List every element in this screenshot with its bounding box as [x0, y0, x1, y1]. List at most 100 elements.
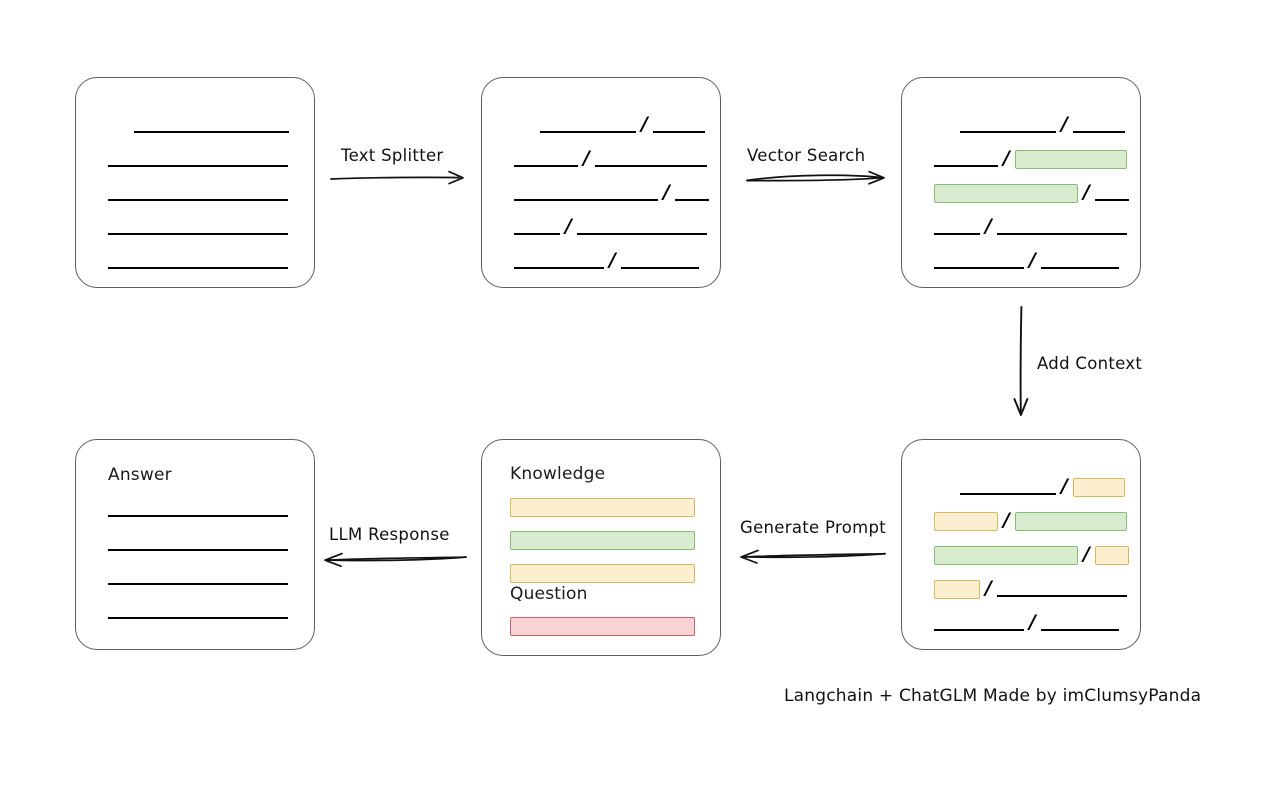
segment-line [540, 131, 636, 133]
segment-highlight-green [934, 183, 1078, 203]
document-row [108, 566, 288, 588]
document-row: / [934, 578, 1127, 600]
prompt-card[interactable]: Knowledge Question [481, 439, 721, 656]
document-row: / [934, 612, 1119, 634]
answer-label: Answer [108, 465, 172, 485]
document-row: / [960, 114, 1125, 136]
answer-rows [76, 440, 314, 649]
segment-line [576, 233, 707, 235]
segment-line [674, 199, 709, 201]
matched-document-card[interactable]: / / / / / [901, 77, 1141, 288]
segment-slash: / [663, 181, 670, 203]
question-label: Question [510, 584, 588, 604]
segment-slash: / [1061, 475, 1068, 497]
matched-document-rows: / / / / / [902, 78, 1140, 287]
edge-add-context-arrow [1013, 306, 1029, 416]
segment-line [934, 233, 980, 235]
document-row: / [514, 148, 707, 170]
segment-slash: / [583, 147, 590, 169]
segment-line [934, 629, 1024, 631]
segment-line [108, 583, 288, 585]
edge-generate-prompt-arrow [740, 549, 886, 564]
segment-line [620, 267, 699, 269]
segment-slash: / [1061, 113, 1068, 135]
segment-slash: / [641, 113, 648, 135]
document-row [108, 498, 288, 520]
diagram-caption: Langchain + ChatGLM Made by imClumsyPand… [784, 686, 1202, 706]
segment-line [514, 199, 658, 201]
segment-line [996, 595, 1127, 597]
document-row [108, 216, 288, 238]
document-row [108, 148, 288, 170]
edge-vector-search-arrow [746, 170, 885, 185]
knowledge-bar [510, 498, 695, 517]
segment-line [514, 165, 578, 167]
context-document-rows: / / / / / [902, 440, 1140, 649]
segment-highlight-yellow [1072, 477, 1125, 497]
document-row [108, 600, 288, 622]
segment-highlight-green [934, 545, 1078, 565]
source-document-card[interactable] [75, 77, 315, 288]
segment-line [108, 199, 288, 201]
segment-slash: / [1083, 181, 1090, 203]
document-row: / [934, 182, 1129, 204]
segment-line [960, 493, 1056, 495]
segment-highlight-green [1014, 149, 1127, 169]
document-row: / [960, 476, 1125, 498]
segment-slash: / [985, 215, 992, 237]
document-row [108, 250, 288, 272]
segment-slash: / [565, 215, 572, 237]
segment-line [108, 515, 288, 517]
segment-line [1094, 199, 1129, 201]
segment-line [960, 131, 1056, 133]
edge-text-splitter-arrow [330, 170, 464, 185]
edge-add-context-label: Add Context [1037, 354, 1143, 373]
segment-line [594, 165, 707, 167]
knowledge-bar [510, 531, 695, 550]
segment-line [108, 233, 288, 235]
segment-line [514, 233, 560, 235]
document-row: / [934, 510, 1127, 532]
segment-highlight-yellow [1094, 545, 1129, 565]
document-row: / [934, 216, 1127, 238]
segment-line [934, 267, 1024, 269]
segment-line [108, 165, 288, 167]
segment-slash: / [985, 577, 992, 599]
segment-line [1072, 131, 1125, 133]
segment-slash: / [1003, 147, 1010, 169]
edge-vector-search-label: Vector Search [747, 146, 866, 165]
segment-line [934, 165, 998, 167]
edge-llm-response-label: LLM Response [329, 525, 450, 544]
split-document-card[interactable]: / / / / / [481, 77, 721, 288]
segment-line [1040, 267, 1119, 269]
segment-highlight-yellow [934, 579, 980, 599]
segment-line [652, 131, 705, 133]
segment-line [996, 233, 1127, 235]
document-row: / [514, 216, 707, 238]
split-document-rows: / / / / / [482, 78, 720, 287]
segment-highlight-yellow [934, 511, 998, 531]
segment-line [1040, 629, 1119, 631]
document-row: / [514, 250, 699, 272]
segment-line [108, 267, 288, 269]
segment-slash: / [1083, 543, 1090, 565]
segment-line [108, 549, 288, 551]
context-document-card[interactable]: / / / / / [901, 439, 1141, 650]
segment-highlight-green [1014, 511, 1127, 531]
knowledge-bar [510, 564, 695, 583]
edge-generate-prompt-label: Generate Prompt [740, 518, 886, 537]
document-row: / [934, 148, 1127, 170]
document-row [108, 182, 288, 204]
document-row [108, 532, 288, 554]
answer-card[interactable]: Answer [75, 439, 315, 650]
segment-slash: / [1029, 249, 1036, 271]
question-bar [510, 617, 695, 636]
segment-slash: / [1029, 611, 1036, 633]
edge-llm-response-arrow [324, 552, 467, 568]
segment-slash: / [1003, 509, 1010, 531]
segment-line [134, 131, 289, 133]
document-row: / [540, 114, 705, 136]
document-row: / [934, 544, 1129, 566]
segment-line [514, 267, 604, 269]
segment-slash: / [609, 249, 616, 271]
